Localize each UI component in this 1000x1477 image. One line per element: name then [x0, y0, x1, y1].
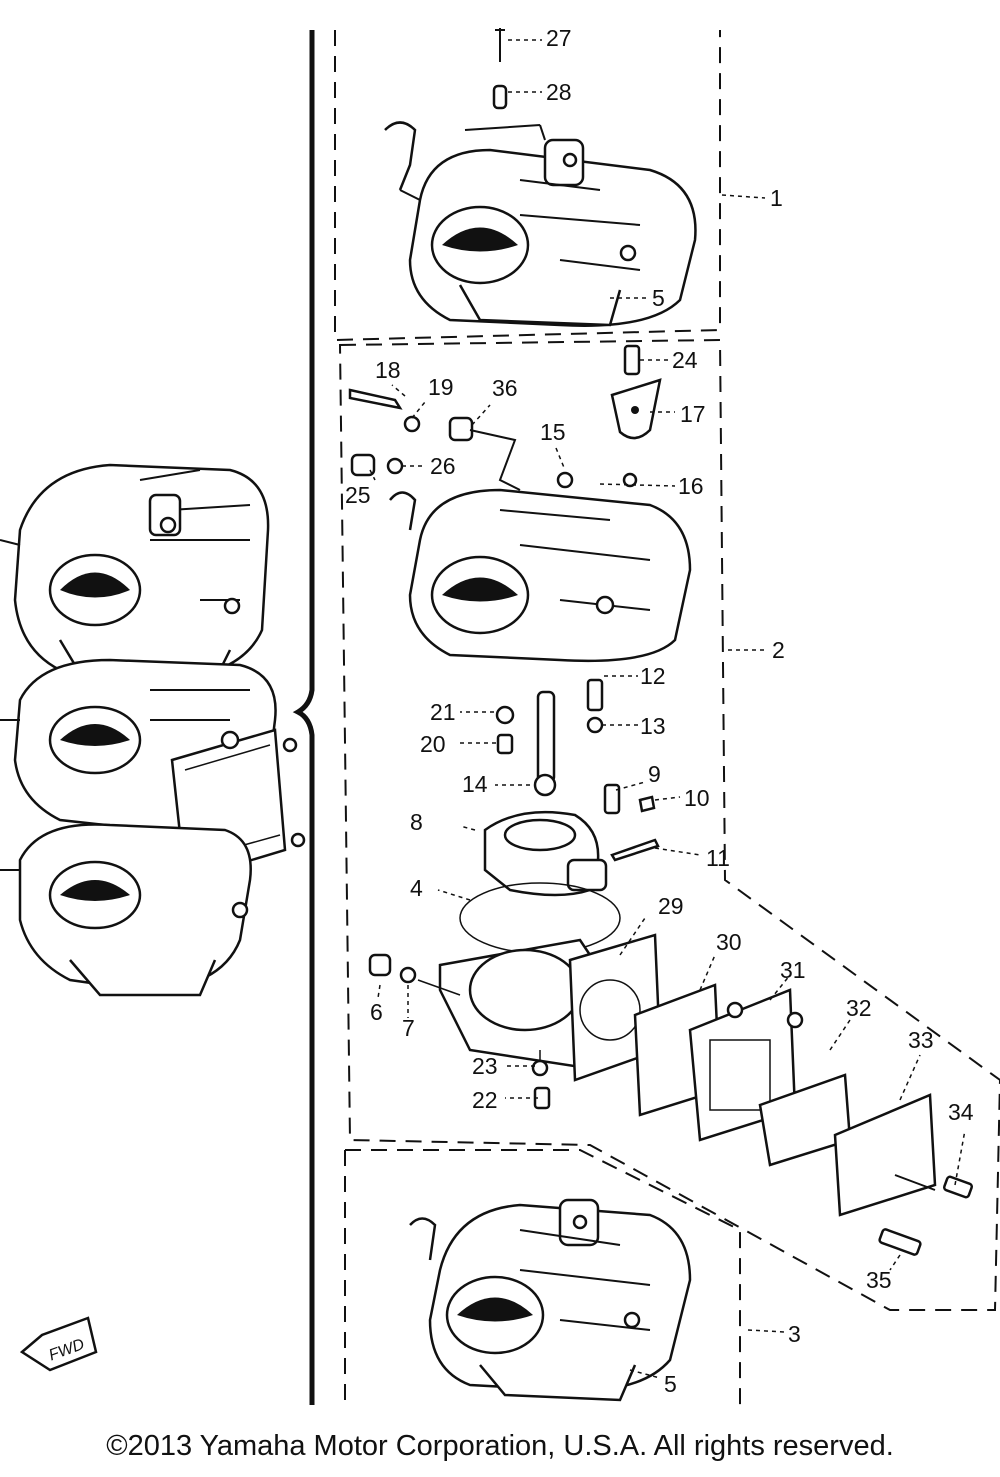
callout-19: 19	[428, 374, 454, 400]
callout-5-top: 5	[652, 285, 665, 311]
callout-28: 28	[546, 79, 572, 105]
callout-13: 13	[640, 713, 666, 739]
callout-11: 11	[706, 845, 730, 871]
callout-34: 34	[948, 1099, 974, 1125]
callout-29: 29	[658, 893, 684, 919]
callout-32: 32	[846, 995, 872, 1021]
callout-4: 4	[410, 875, 423, 901]
callout-22: 22	[472, 1087, 498, 1113]
leader-lines	[369, 39, 966, 1379]
callout-8: 8	[410, 809, 423, 835]
callout-9: 9	[648, 761, 661, 787]
callout-30: 30	[716, 929, 742, 955]
callout-31: 31	[780, 957, 806, 983]
callout-2: 2	[772, 637, 785, 663]
carburetor-assembly-middle	[348, 344, 974, 1256]
callout-15: 15	[540, 419, 566, 445]
carburetor-assembly-bottom	[409, 1198, 692, 1402]
callout-25: 25	[345, 482, 371, 508]
callout-12: 12	[640, 663, 666, 689]
callout-36: 36	[492, 375, 518, 401]
callout-numbers: 27 28 1 5 18 19 36 24 17 15 26 25 16 2 1…	[345, 25, 974, 1397]
callout-7: 7	[402, 1015, 415, 1041]
callout-33: 33	[908, 1027, 934, 1053]
fwd-arrow-icon: FWD	[19, 1316, 98, 1372]
copyright-notice: ©2013 Yamaha Motor Corporation, U.S.A. A…	[106, 1430, 894, 1462]
callout-1: 1	[770, 185, 783, 211]
callout-24: 24	[672, 347, 698, 373]
assembly-bracket	[292, 30, 315, 1405]
callout-14: 14	[462, 771, 488, 797]
group-boundaries	[334, 30, 1000, 1405]
callout-20: 20	[420, 731, 446, 757]
callout-18: 18	[375, 357, 401, 383]
callout-21: 21	[430, 699, 456, 725]
assembled-carburetor-stack	[0, 463, 306, 997]
callout-26: 26	[430, 453, 456, 479]
callout-17: 17	[680, 401, 706, 427]
callout-27: 27	[546, 25, 572, 51]
callout-16: 16	[678, 473, 704, 499]
carburetor-assembly-top	[384, 28, 697, 327]
callout-23: 23	[472, 1053, 498, 1079]
callout-35: 35	[866, 1267, 892, 1293]
callout-5-bottom: 5	[664, 1371, 677, 1397]
callout-3: 3	[788, 1321, 801, 1347]
callout-6: 6	[370, 999, 383, 1025]
callout-10: 10	[684, 785, 710, 811]
